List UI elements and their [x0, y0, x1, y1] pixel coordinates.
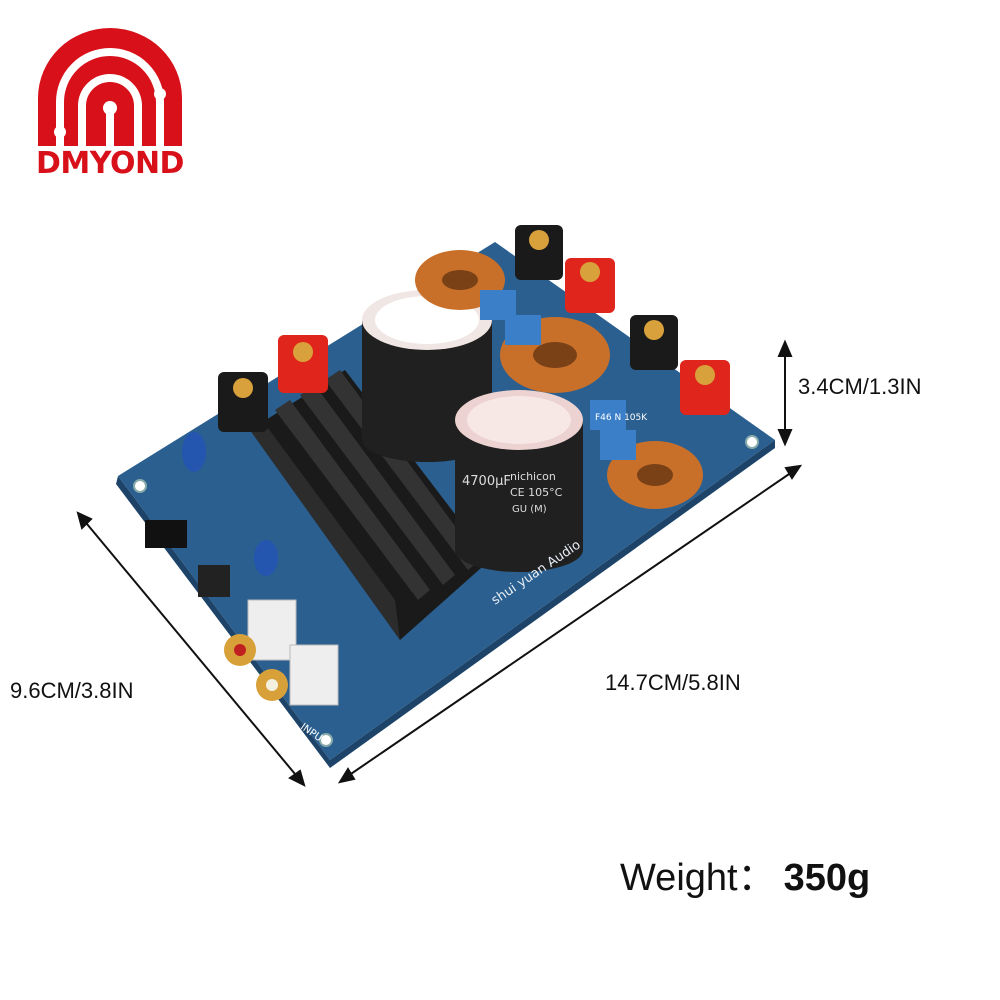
length-label: 14.7CM/5.8IN — [605, 670, 741, 695]
film-capacitor — [590, 400, 626, 430]
weight-text: Weight：350g — [620, 846, 870, 901]
weight-label: Weight： — [620, 857, 776, 899]
speaker-terminal-red — [680, 360, 730, 415]
mount-hole — [319, 733, 333, 747]
mount-hole — [133, 479, 147, 493]
inductor — [198, 565, 230, 597]
weight-value: 350g — [783, 857, 871, 899]
speaker-terminal-black — [515, 225, 563, 280]
heatsink — [250, 370, 490, 640]
width-dimension-arrow — [76, 511, 306, 787]
length-dimension-arrow — [337, 464, 803, 784]
rca-input-jack — [256, 644, 339, 706]
rca-input-jack — [224, 599, 297, 666]
capacitor-rating: 4700μF — [462, 474, 511, 489]
power-terminal-black — [218, 372, 268, 432]
capacitor-temp: CE 105°C — [510, 486, 563, 499]
power-terminal-red — [278, 335, 328, 393]
height-dimension-arrow — [777, 339, 793, 447]
film-cap-label: F46 N 105K — [595, 413, 648, 423]
width-label: 9.6CM/3.8IN — [10, 678, 134, 703]
capacitor-brand: nichicon — [510, 470, 556, 483]
mount-hole — [745, 435, 759, 449]
capacitor-series: GU (M) — [512, 504, 547, 515]
electrolytic-capacitor — [254, 540, 278, 576]
logo-mark-icon — [38, 28, 182, 146]
ic-chip — [145, 520, 187, 548]
film-capacitor — [600, 430, 636, 460]
electrolytic-capacitor — [182, 432, 206, 472]
height-label: 3.4CM/1.3IN — [798, 374, 922, 399]
brand-name: DMYOND — [36, 146, 184, 181]
film-capacitor — [505, 315, 541, 345]
brand-logo: DMYOND — [30, 28, 190, 181]
speaker-terminal-red — [565, 258, 615, 313]
capacitor-large: 4700μF nichicon CE 105°C GU (M) — [455, 390, 583, 572]
speaker-terminal-black — [630, 315, 678, 370]
